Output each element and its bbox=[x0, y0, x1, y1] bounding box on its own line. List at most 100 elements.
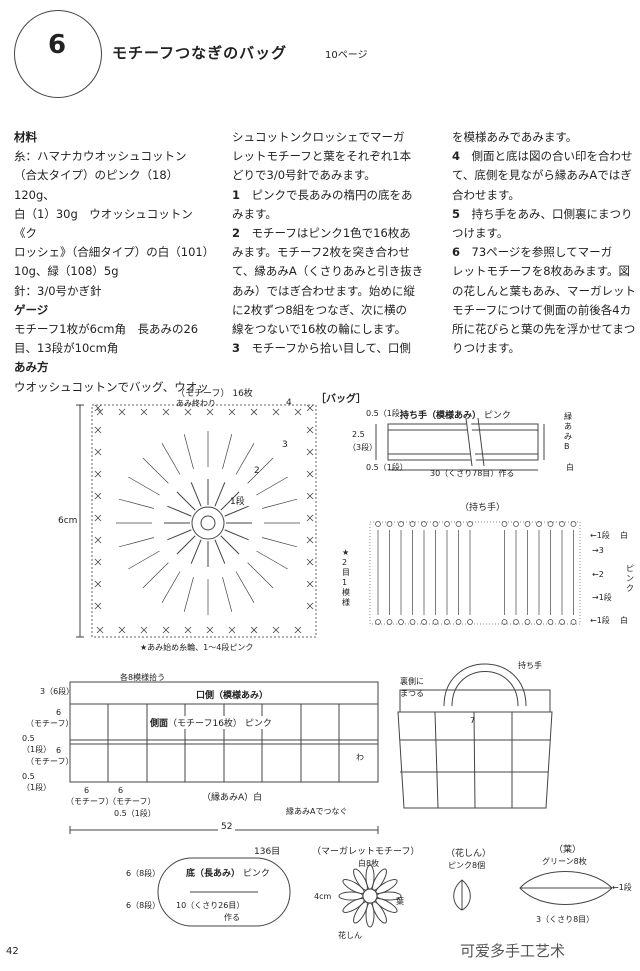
margaret-count: 白8枚 bbox=[358, 859, 380, 868]
motif-title: （モチーフ） 16枚 bbox=[176, 389, 253, 399]
mouth-label: 口側（模様あみ） bbox=[196, 691, 269, 701]
side-label: 側面（モチーフ16枚） ピンク bbox=[150, 716, 272, 729]
step-text: 持ち手をあみ、口側裏にまつり bbox=[460, 206, 633, 221]
bottom-dim: 6（8段） bbox=[126, 901, 161, 910]
center-title: （花しん） bbox=[446, 849, 492, 859]
body-dim: （モチーフ） bbox=[26, 757, 74, 766]
step-text: りつけます。 bbox=[452, 341, 520, 356]
motif-note: ★あみ始め糸輪、1〜4段ピンク bbox=[140, 643, 254, 652]
handle-row-2: ←2 bbox=[592, 570, 604, 579]
body-dim: 0.5 bbox=[22, 772, 35, 781]
bottom-dim-label: 0.5（1段） bbox=[114, 809, 156, 818]
step-text: て、底側を見ながら縁あみAではぎ bbox=[452, 168, 632, 183]
handle-dim: 2.5 bbox=[352, 430, 365, 439]
motif-size: 6cm bbox=[58, 516, 78, 526]
edge-a-label: （縁あみA）白 bbox=[202, 793, 263, 803]
bag-num: 7 bbox=[470, 716, 476, 725]
step-text: ピンクで長あみの楕円の底をあ bbox=[240, 187, 413, 202]
leaf-title: （葉） bbox=[554, 845, 582, 855]
materials-heading: 材料 bbox=[14, 130, 37, 144]
step-text: 73ページを参照してマーガ bbox=[460, 245, 613, 260]
instructions-column-3: を模様あみであみます。 4 側面と底は図の合い印を合わせ て、底側を見ながら縁あ… bbox=[452, 128, 640, 358]
step-text: に2枚ずつ8組をつなぎ、次に横の bbox=[232, 302, 408, 317]
bottom-make: 作る bbox=[224, 913, 240, 922]
body-dim: 3（6段） bbox=[40, 687, 75, 696]
bag-section-label: ［バッグ］ bbox=[316, 394, 366, 405]
step-text: て、縁あみA（くさりあみと引き抜き bbox=[232, 264, 424, 279]
motif-chart bbox=[76, 404, 317, 638]
body-dim: 6 bbox=[56, 708, 62, 717]
handle-border-label: 緑あみB bbox=[564, 412, 572, 451]
step-number: 3 bbox=[232, 341, 241, 356]
text-line: シュコットンクロッシェでマーガ bbox=[232, 130, 405, 144]
step-text: みます。モチーフ2枚を突き合わせ bbox=[232, 245, 410, 260]
bottom-title: 底（長あみ） ピンク bbox=[186, 869, 270, 879]
handle-length: 30（くさり78目）作る bbox=[430, 469, 515, 478]
handle-pattern-label: 持ち手（模様あみ） ピンク bbox=[400, 411, 511, 421]
bag-back-note: まつる bbox=[400, 689, 424, 698]
method-heading: あみ方 bbox=[14, 360, 49, 375]
instructions-column-2: シュコットンクロッシェでマーガ レットモチーフと葉をそれぞれ1本 どりで3/0号… bbox=[232, 128, 428, 358]
motif-round-1: 1段 bbox=[230, 497, 245, 507]
margaret-title: （マーガレットモチーフ） bbox=[312, 847, 420, 857]
handle-color-white: 白 bbox=[620, 531, 628, 540]
margaret-flower bbox=[338, 864, 402, 928]
step-text: あみ）ではぎ合わせます。始めに縦 bbox=[232, 283, 415, 298]
materials-line: 10g、緑（108）5g bbox=[14, 264, 119, 279]
gauge-line: モチーフ1枚が6cm角 長あみの26 bbox=[14, 322, 199, 337]
step-text: 所に花びらと葉の先を浮かせてまつ bbox=[452, 322, 636, 337]
edge-a-join: 縁あみAでつなぐ bbox=[286, 807, 348, 816]
bag-back-note: 裏側に bbox=[400, 677, 424, 686]
materials-line: （合太タイプ）のピンク（18）120g、 bbox=[14, 168, 179, 202]
step-text: モチーフから拾い目して、口側 bbox=[240, 341, 411, 356]
gauge-heading: ゲージ bbox=[14, 302, 49, 317]
page-reference: 10ページ bbox=[325, 50, 368, 61]
handle-dim: （3段） bbox=[348, 443, 378, 452]
chapter-number: 6 bbox=[47, 30, 67, 60]
step-text: つけます。 bbox=[452, 226, 509, 241]
leaf-row: ←1段 bbox=[612, 883, 632, 892]
step-number: 2 bbox=[232, 226, 241, 241]
page-number: 42 bbox=[6, 946, 19, 957]
handle-row-1: ←1段 bbox=[590, 531, 610, 540]
bottom-stitch-count: 136目 bbox=[254, 847, 281, 857]
margaret-center: 花しん bbox=[338, 931, 362, 940]
bag-handle-label: 持ち手 bbox=[518, 661, 542, 670]
step-text: 合わせます。 bbox=[452, 187, 520, 202]
join-mark: わ bbox=[356, 753, 364, 762]
watermark: 可爱多手工艺术 bbox=[460, 942, 566, 960]
handle-chart-title: （持ち手） bbox=[460, 503, 506, 513]
materials-line: ロッシェ》（合細タイプ）の白（101） bbox=[14, 245, 215, 260]
bottom-dim-label: （モチーフ） bbox=[66, 797, 114, 806]
bottom-dim: 6（8段） bbox=[126, 869, 161, 878]
leaf-chain: 3（くさり8目） bbox=[536, 915, 595, 924]
text-line: レットモチーフと葉をそれぞれ1本 bbox=[232, 149, 412, 164]
margaret-size: 4cm bbox=[314, 892, 332, 901]
materials-line: 白（1）30g ウオッシュコットン《ク bbox=[14, 206, 193, 241]
handle-color-pink: ピンク bbox=[626, 564, 634, 593]
handle-row-1c: ←1段 bbox=[590, 616, 610, 625]
motif-end-label: あみ終わり bbox=[176, 399, 216, 408]
handle-row-1b: →1段 bbox=[592, 593, 612, 602]
pick-up-label: 各8模様拾う bbox=[120, 673, 166, 682]
handle-dim: 0.5（1段） bbox=[366, 409, 408, 418]
body-dim: 0.5 bbox=[22, 734, 35, 743]
body-dim: （1段） bbox=[22, 745, 52, 754]
handle-color-white-2: 白 bbox=[620, 616, 628, 625]
chapter-number-circle bbox=[14, 10, 102, 98]
body-dim: （モチーフ） bbox=[26, 719, 74, 728]
leaf-note: グリーン8枚 bbox=[542, 857, 587, 866]
materials-line: 糸：ハマナカウオッシュコットン bbox=[14, 149, 187, 164]
handle-strip bbox=[375, 417, 545, 471]
step-text: モチーフにつけて側面の前後各4カ bbox=[452, 302, 632, 317]
step-text: 線をつないで16枚の輪にします。 bbox=[232, 322, 407, 337]
handle-dim: 0.5（1段） bbox=[366, 463, 408, 472]
step-text: 側面と底は図の合い印を合わせ bbox=[460, 149, 633, 164]
materials-line: 針：3/0号かぎ針 bbox=[14, 283, 102, 298]
flower-center-symbol bbox=[453, 879, 471, 911]
bottom-dim-label: （モチーフ） bbox=[108, 797, 156, 806]
body-width: 52 bbox=[218, 822, 236, 832]
step-number: 6 bbox=[452, 245, 461, 260]
step-number: 1 bbox=[232, 187, 241, 202]
